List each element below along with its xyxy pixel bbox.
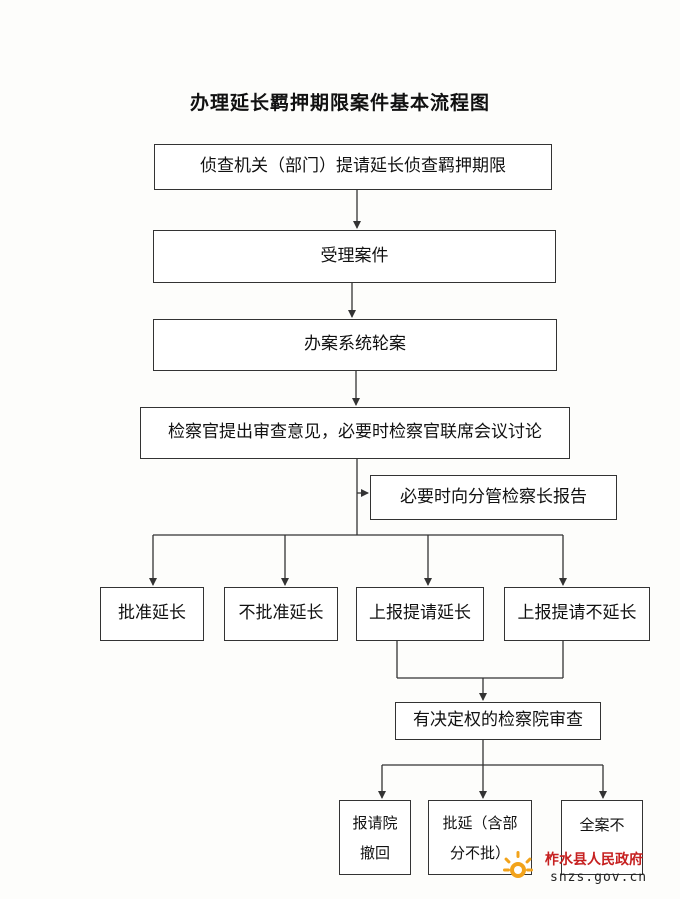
node-report-not-extend-label: 上报提请不延长 [517, 603, 637, 624]
node-assign-label: 办案系统轮案 [304, 334, 406, 355]
node-report-extend-label: 上报提请延长 [369, 603, 471, 624]
node-request: 侦查机关（部门）提请延长侦查羁押期限 [154, 144, 552, 190]
node-partial: 批延（含部 分不批） [428, 800, 532, 875]
node-review-label: 检察官提出审查意见，必要时检察官联席会议讨论 [168, 422, 542, 443]
node-approve: 批准延长 [100, 587, 204, 641]
node-none-line1: 全案不 [579, 816, 625, 834]
node-assign: 办案系统轮案 [153, 319, 557, 371]
node-approve-label: 批准延长 [118, 603, 186, 624]
node-accept: 受理案件 [153, 230, 556, 283]
node-not-approve-label: 不批准延长 [238, 603, 324, 624]
node-none: 全案不 [561, 800, 643, 875]
node-report-not-extend: 上报提请不延长 [504, 587, 650, 641]
node-report-extend: 上报提请延长 [356, 587, 484, 641]
node-partial-line2: 分不批） [449, 843, 510, 862]
node-report-label: 必要时向分管检察长报告 [400, 486, 587, 507]
node-report: 必要时向分管检察长报告 [370, 475, 617, 520]
node-withdraw-line1: 报请院 [352, 813, 398, 832]
node-not-approve: 不批准延长 [224, 587, 338, 641]
node-higher-review-label: 有决定权的检察院审查 [413, 710, 583, 731]
node-accept-label: 受理案件 [320, 245, 389, 266]
node-withdraw: 报请院 撤回 [339, 800, 411, 875]
sun-logo-icon [503, 851, 533, 878]
page-title: 办理延长羁押期限案件基本流程图 [189, 92, 490, 114]
node-partial-line1: 批延（含部 [442, 813, 518, 832]
node-higher-review: 有决定权的检察院审查 [395, 702, 601, 740]
watermark-site-name: 柞水县人民政府 [545, 852, 643, 868]
node-withdraw-line2: 撤回 [359, 843, 390, 862]
node-request-label: 侦查机关（部门）提请延长侦查羁押期限 [200, 156, 506, 177]
node-review: 检察官提出审查意见，必要时检察官联席会议讨论 [140, 407, 570, 459]
watermark-domain: snzs.gov.cn [550, 870, 648, 885]
